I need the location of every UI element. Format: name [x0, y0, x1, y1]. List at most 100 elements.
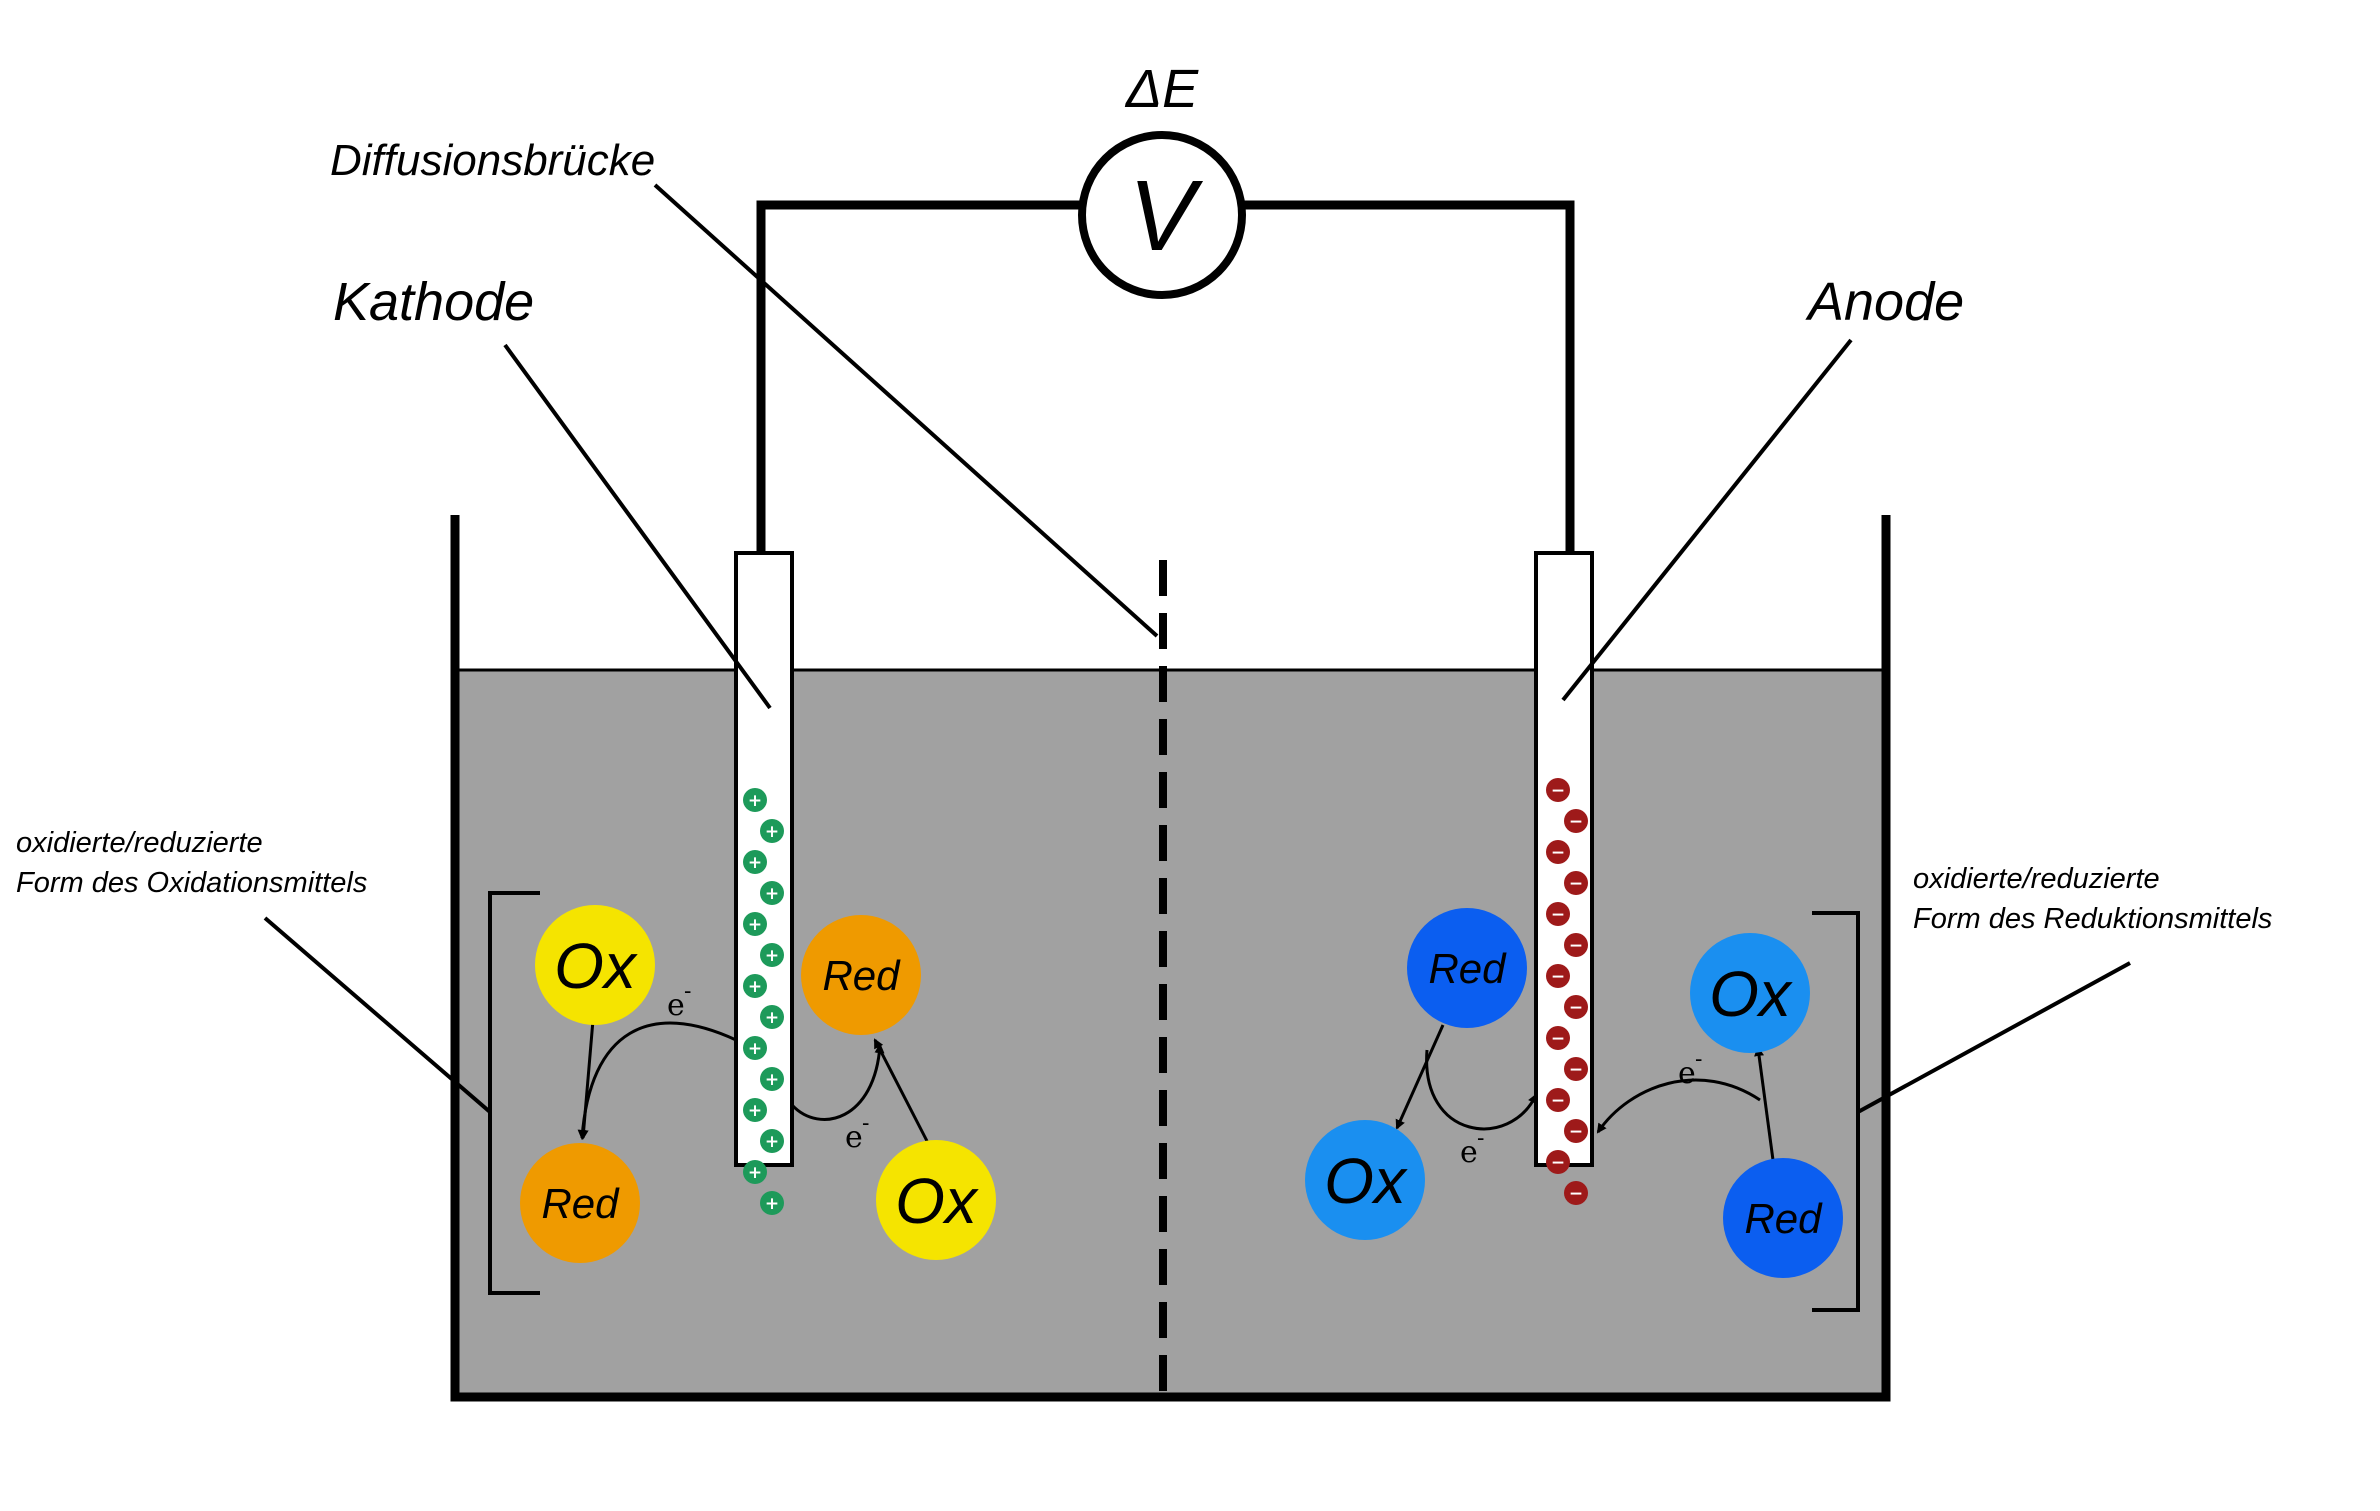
svg-text:Red: Red: [541, 1180, 620, 1227]
arrow-electron-anode-lower: [1425, 1049, 1538, 1131]
negative-charge-4: −: [1564, 871, 1588, 895]
svg-text:-: -: [1695, 1047, 1702, 1072]
right-bracket-label-line1: oxidierte/reduzierte: [1913, 863, 2160, 895]
svg-text:−: −: [1551, 967, 1565, 987]
svg-text:+: +: [748, 915, 762, 935]
voltmeter: V: [1078, 131, 1246, 299]
svg-text:-: -: [684, 979, 691, 1004]
svg-text:−: −: [1551, 1091, 1565, 1111]
svg-text:+: +: [748, 1163, 762, 1183]
svg-text:−: −: [1551, 1029, 1565, 1049]
left-bracket-label-line1: oxidierte/reduzierte: [16, 827, 263, 859]
svg-text:−: −: [1569, 812, 1583, 832]
svg-text:+: +: [748, 1101, 762, 1121]
electrolyte-solution: [453, 668, 1887, 1397]
svg-text:Ox: Ox: [895, 1165, 979, 1237]
reaction-arrows: [577, 1019, 1775, 1161]
svg-text:Red: Red: [1428, 945, 1507, 992]
svg-text:+: +: [765, 1132, 779, 1152]
delta-e-label: ΔE: [1124, 59, 1199, 119]
svg-text:+: +: [748, 1039, 762, 1059]
reductant-ox-upper: Ox: [1690, 933, 1810, 1053]
negative-charges: −−−−−−−−−−−−−−: [1546, 778, 1588, 1205]
arrow-electron-cathode-lower: [790, 1043, 885, 1121]
svg-text:+: +: [765, 1070, 779, 1090]
svg-text:+: +: [765, 1008, 779, 1028]
electron-label-anode-upper: e -: [1678, 1047, 1702, 1091]
diffusion-bridge-leader: [653, 183, 1159, 638]
svg-text:-: -: [1477, 1126, 1484, 1151]
diffusion-bridge-label: Diffusionsbrücke: [330, 136, 655, 185]
cathode-label: Kathode: [333, 272, 534, 332]
positive-charges: ++++++++++++++: [743, 788, 784, 1215]
negative-charge-6: −: [1564, 933, 1588, 957]
arrow-red-to-ox-anode-right: [1754, 1046, 1775, 1161]
svg-text:+: +: [765, 822, 779, 842]
arrow-ox-to-red-cathode-right: [873, 1038, 930, 1144]
right-bracket-leader: [1857, 961, 2131, 1114]
negative-charge-14: −: [1564, 1181, 1588, 1205]
left-bracket-leader: [263, 916, 492, 1114]
reductant-red-lower: Red: [1723, 1158, 1843, 1278]
oxidant-red-upper: Red: [801, 915, 921, 1035]
svg-text:+: +: [748, 977, 762, 997]
svg-text:−: −: [1569, 874, 1583, 894]
svg-text:+: +: [765, 946, 779, 966]
negative-charge-10: −: [1564, 1057, 1588, 1081]
svg-text:−: −: [1551, 905, 1565, 925]
cathode-leader: [503, 343, 772, 710]
svg-text:e: e: [1460, 1135, 1478, 1170]
positive-charge-8: +: [760, 1005, 784, 1029]
external-circuit-wire: [756, 200, 1575, 555]
oxidant-ox-upper: Ox: [535, 905, 655, 1025]
svg-text:+: +: [765, 884, 779, 904]
svg-text:e: e: [845, 1120, 863, 1155]
arrow-red-to-ox-anode: [1395, 1024, 1445, 1130]
electron-label-anode-lower: e -: [1460, 1126, 1484, 1170]
negative-charge-3: −: [1546, 840, 1570, 864]
positive-charge-7: +: [743, 974, 767, 998]
positive-charge-5: +: [743, 912, 767, 936]
svg-text:−: −: [1569, 936, 1583, 956]
svg-text:e: e: [1678, 1056, 1696, 1091]
negative-charge-8: −: [1564, 995, 1588, 1019]
positive-charge-1: +: [743, 788, 767, 812]
svg-text:Ox: Ox: [554, 930, 638, 1002]
svg-text:+: +: [748, 853, 762, 873]
negative-charge-2: −: [1564, 809, 1588, 833]
oxidant-red-lower: Red: [520, 1143, 640, 1263]
left-bracket: [488, 891, 540, 1295]
negative-charge-9: −: [1546, 1026, 1570, 1050]
anode-leader: [1561, 338, 1853, 702]
svg-text:Red: Red: [822, 952, 901, 999]
positive-charge-11: +: [743, 1098, 767, 1122]
svg-text:−: −: [1551, 1153, 1565, 1173]
arrow-electron-cathode-upper: [577, 1021, 737, 1140]
svg-text:-: -: [862, 1111, 869, 1136]
reductant-red-upper: Red: [1407, 908, 1527, 1028]
svg-text:−: −: [1569, 998, 1583, 1018]
svg-text:−: −: [1551, 781, 1565, 801]
reductant-ox-lower: Ox: [1305, 1120, 1425, 1240]
svg-text:Ox: Ox: [1324, 1145, 1408, 1217]
negative-charge-5: −: [1546, 902, 1570, 926]
voltmeter-symbol: V: [1129, 160, 1204, 272]
svg-text:−: −: [1569, 1184, 1583, 1204]
right-bracket-label-line2: Form des Reduktionsmittels: [1913, 903, 2272, 935]
negative-charge-13: −: [1546, 1150, 1570, 1174]
positive-charge-3: +: [743, 850, 767, 874]
positive-charge-14: +: [760, 1191, 784, 1215]
arrow-electron-anode-upper: [1596, 1078, 1761, 1134]
svg-text:−: −: [1569, 1122, 1583, 1142]
svg-text:−: −: [1551, 843, 1565, 863]
positive-charge-13: +: [743, 1160, 767, 1184]
negative-charge-7: −: [1546, 964, 1570, 988]
negative-charge-11: −: [1546, 1088, 1570, 1112]
beaker: [450, 515, 1891, 1402]
positive-charge-10: +: [760, 1067, 784, 1091]
electron-label-cathode-upper: e -: [667, 979, 691, 1023]
svg-text:−: −: [1569, 1060, 1583, 1080]
electron-label-cathode-lower: e -: [845, 1111, 869, 1155]
negative-charge-1: −: [1546, 778, 1570, 802]
